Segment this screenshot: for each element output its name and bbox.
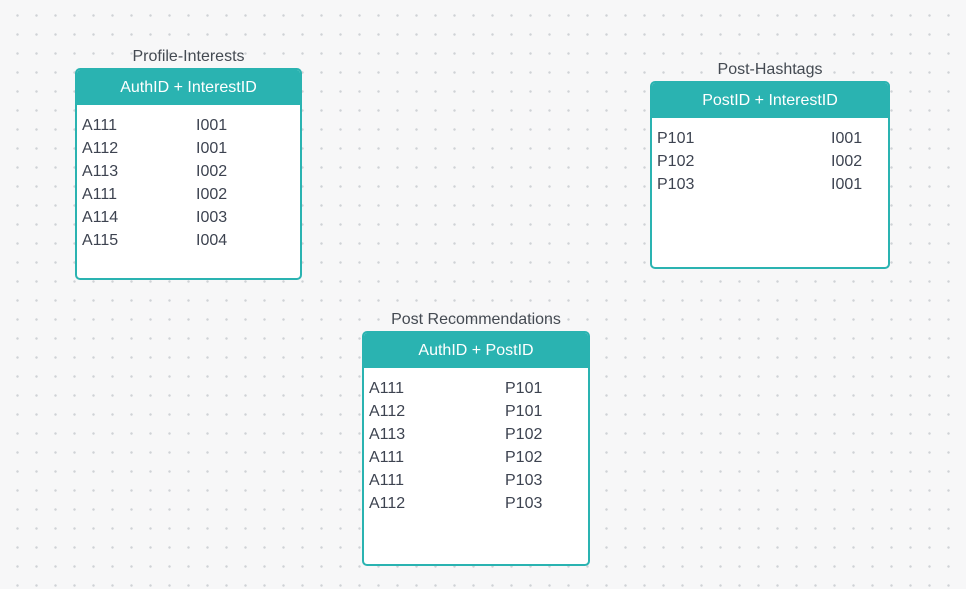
- ref-cell: P101: [505, 403, 543, 420]
- table-row: P102 I002: [652, 150, 888, 173]
- ref-cell: I001: [196, 140, 228, 157]
- ref-cell: I004: [196, 232, 228, 249]
- ref-cell: I001: [196, 117, 228, 134]
- key-cell: A113: [82, 163, 119, 180]
- key-cell: A114: [82, 209, 119, 226]
- table-row: P101 I001: [652, 127, 888, 150]
- entity-profile-interests[interactable]: Profile-Interests AuthID + InterestID A1…: [75, 46, 302, 280]
- table-row: A111 I001: [77, 114, 300, 137]
- key-cell: A113: [369, 426, 406, 443]
- table-row: A111 I002: [77, 183, 300, 206]
- table-row: A115 I004: [77, 229, 300, 252]
- ref-cell: P101: [505, 380, 543, 397]
- entity-post-recommendations[interactable]: Post Recommendations AuthID + PostID A11…: [362, 309, 590, 566]
- entity-header: PostID + InterestID: [652, 83, 888, 120]
- ref-cell: I001: [831, 130, 863, 147]
- key-cell: A111: [369, 449, 404, 466]
- key-cell: P101: [657, 130, 695, 147]
- key-cell: A111: [82, 117, 117, 134]
- ref-cell: P103: [505, 495, 543, 512]
- key-cell: P103: [657, 176, 695, 193]
- ref-cell: I003: [196, 209, 228, 226]
- key-cell: A112: [369, 403, 406, 420]
- table-row: A111 P101: [364, 377, 588, 400]
- key-cell: A111: [369, 380, 404, 397]
- entity-title: Post-Hashtags: [717, 61, 823, 78]
- ref-cell: I002: [196, 186, 228, 203]
- entity-header: AuthID + PostID: [364, 333, 588, 370]
- ref-cell: I001: [831, 176, 863, 193]
- ref-cell: I002: [196, 163, 228, 180]
- table-row: A112 I001: [77, 137, 300, 160]
- entity-header: AuthID + InterestID: [77, 70, 300, 107]
- key-cell: A115: [82, 232, 119, 249]
- table-row: P103 I001: [652, 173, 888, 196]
- table-row: A113 P102: [364, 423, 588, 446]
- key-cell: A112: [82, 140, 119, 157]
- ref-cell: P102: [505, 449, 543, 466]
- key-cell: P102: [657, 153, 695, 170]
- ref-cell: I002: [831, 153, 863, 170]
- table-row: A113 I002: [77, 160, 300, 183]
- entity-title: Profile-Interests: [132, 48, 245, 65]
- table-row: A114 I003: [77, 206, 300, 229]
- key-cell: A112: [369, 495, 406, 512]
- ref-cell: P102: [505, 426, 543, 443]
- table-row: A112 P103: [364, 492, 588, 515]
- table-row: A111 P102: [364, 446, 588, 469]
- key-cell: A111: [82, 186, 117, 203]
- ref-cell: P103: [505, 472, 543, 489]
- table-row: A112 P101: [364, 400, 588, 423]
- table-row: A111 P103: [364, 469, 588, 492]
- key-cell: A111: [369, 472, 404, 489]
- entity-title: Post Recommendations: [391, 311, 561, 328]
